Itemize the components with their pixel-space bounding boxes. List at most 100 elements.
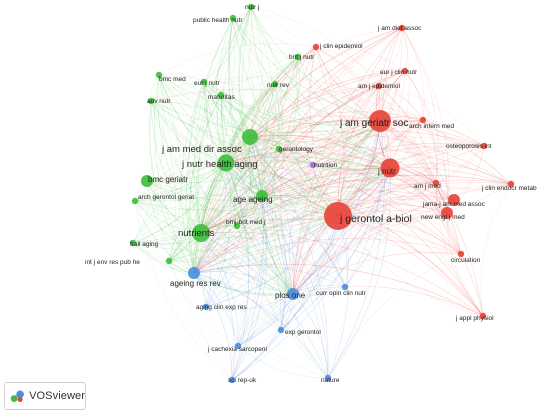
node-amjmed[interactable] [432,179,440,187]
node-nature[interactable] [324,374,332,382]
node-label-jamdiet: j am diet assoc [377,25,422,32]
network-link [236,85,380,227]
node-frailaging[interactable] [129,239,137,247]
node-jcachexia[interactable] [234,342,242,350]
network-link [200,232,294,295]
network-link [132,136,251,244]
network-link [134,195,263,211]
node-label-ageingres: ageing res rev [170,279,221,288]
network-link [292,252,462,295]
network-link [200,210,339,234]
node-jamgeriatr[interactable] [369,110,391,132]
network-link [273,56,299,295]
node-curropin[interactable] [341,283,349,291]
network-link [193,70,406,274]
network-link [401,27,449,214]
network-link [200,190,455,234]
network-link [158,74,381,125]
network-link [237,293,294,347]
node-circulation[interactable] [457,250,465,258]
node-label-scirep: sci rep-uk [228,377,257,384]
node-jamdiet[interactable] [398,24,406,32]
network-link [193,263,484,317]
node-nutrition[interactable] [309,161,317,169]
node-jamajam[interactable] [448,194,460,206]
node-archgeront[interactable] [131,197,139,205]
node-eurjnutr[interactable] [200,78,208,86]
node-amjepidemiol[interactable] [375,82,383,90]
node-plosone[interactable] [287,288,299,300]
node-advnutr[interactable] [147,97,155,105]
network-link [225,120,381,165]
network-link [232,17,381,122]
network-link [225,162,462,255]
node-bmcmed[interactable] [155,71,163,79]
network-link [220,94,381,126]
network-link [203,81,280,150]
network-link [168,136,251,262]
node-eurjclin[interactable] [401,67,409,75]
node-bmjbrit[interactable] [233,222,241,230]
node-jammeddir[interactable] [242,129,258,145]
network-link [337,85,380,217]
node-gerontology[interactable] [275,145,283,153]
node-expgerontol[interactable] [277,326,285,334]
node-jnutr[interactable] [380,158,400,178]
network-link [186,17,234,274]
network-link [480,183,512,317]
network-link [274,83,381,122]
node-jclinepidemiol[interactable] [312,43,320,51]
network-link [261,119,424,197]
network-link [134,186,263,202]
node-scirep[interactable] [228,376,236,384]
network-link [134,200,233,381]
node-britjnutr[interactable] [294,53,302,61]
network-link [257,83,276,197]
network-link [203,81,294,295]
network-link [297,56,381,122]
node-newengl[interactable] [441,207,453,219]
node-jnutrhealth[interactable] [217,154,235,172]
vosviewer-badge[interactable]: VOSviewer [4,382,86,410]
node-osteoporosis[interactable] [480,142,488,150]
network-link [134,167,391,211]
node-ageageing[interactable] [256,190,268,202]
node-nutrrev[interactable] [271,80,279,88]
node-japplphysiol[interactable] [479,312,487,320]
network-link [401,27,425,121]
node-jclinendocr[interactable] [507,180,515,188]
node-maturitas[interactable] [217,91,225,99]
network-link [132,120,381,244]
node-label-jnutr: j nutr [377,167,396,176]
node-label-jcachexia: j cachexia sarcopeni [207,346,267,353]
network-link [168,136,251,262]
network-link [379,120,462,255]
network-link [132,195,263,244]
network-link [297,56,462,255]
network-link [225,56,299,164]
node-ageingres[interactable] [188,267,200,279]
node-intjenv[interactable] [165,257,173,265]
network-link [309,46,339,217]
network-link [193,195,263,274]
network-link [236,167,391,227]
network-link [344,199,455,288]
network-link [150,89,485,147]
node-nutrj[interactable] [247,3,255,11]
network-link [274,27,403,85]
node-label-archgeront: arch gerontol geriat [138,194,194,201]
network-link [389,27,410,169]
node-archintern[interactable] [419,116,427,124]
node-bmcgeriatr[interactable] [141,175,153,187]
node-agingclin[interactable] [202,303,210,311]
node-nutrients[interactable] [192,224,210,242]
node-jgerontol[interactable] [324,202,352,230]
node-publichealth[interactable] [229,14,237,22]
network-link [232,17,280,150]
network-link [237,195,267,347]
network-link [193,120,381,274]
network-link [150,100,381,134]
network-link [236,120,381,227]
network-link [220,94,263,197]
